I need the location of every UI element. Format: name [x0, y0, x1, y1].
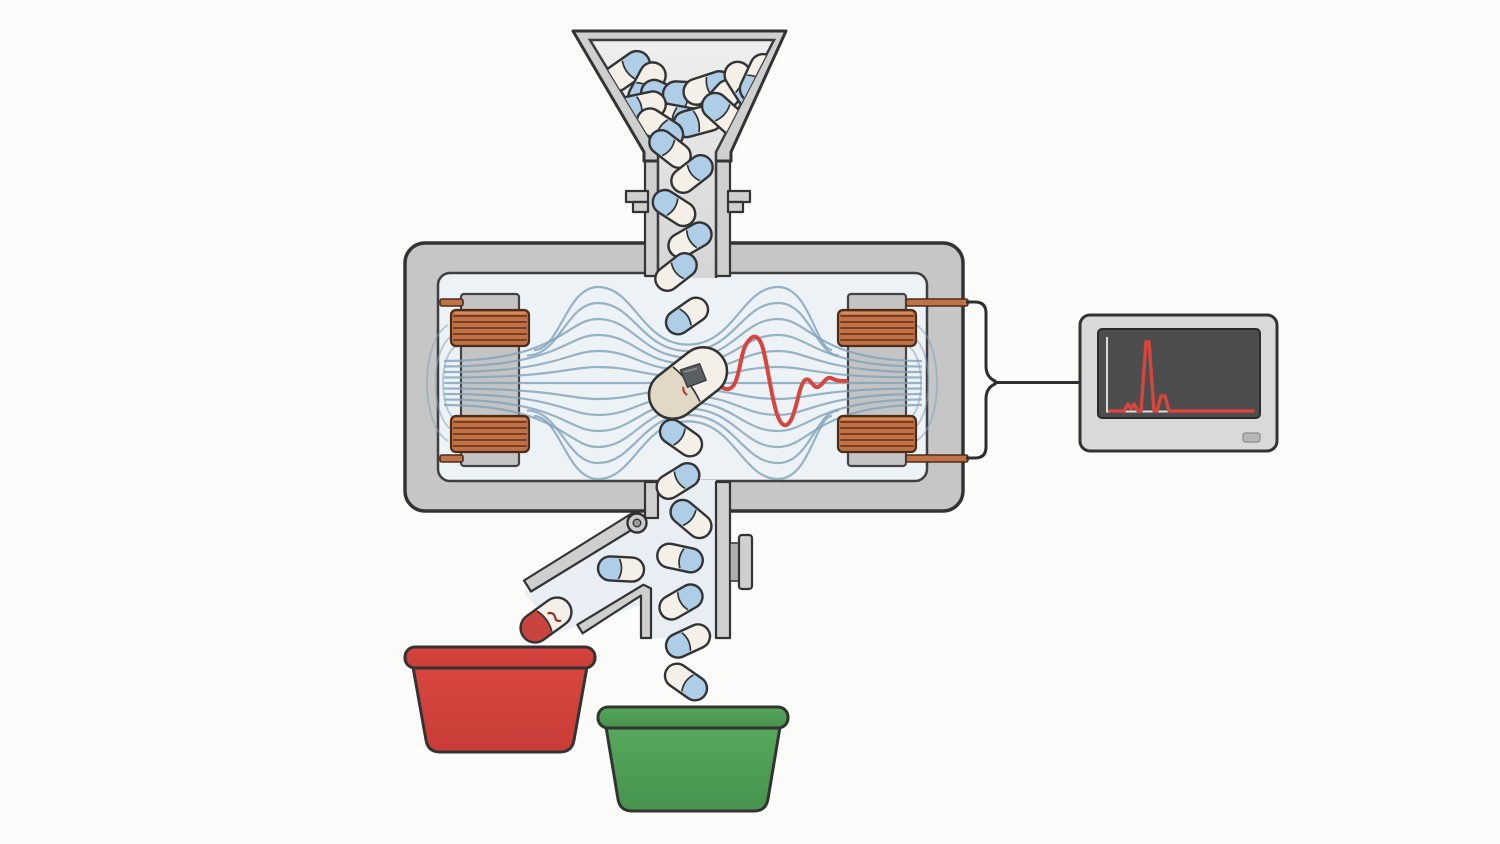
signal-cabling [966, 300, 1080, 460]
capsule [663, 662, 709, 702]
capsule [519, 596, 573, 644]
right-coil-lead-top [905, 298, 969, 307]
capsule [658, 418, 704, 458]
flap-pivot-pin [632, 518, 642, 528]
outlet-wall-left-stub [643, 480, 660, 520]
actuator-block [737, 533, 754, 591]
rejected-capsule [519, 596, 573, 644]
capsule [667, 221, 713, 259]
contaminated-capsule [647, 346, 729, 420]
coil-winding [836, 308, 918, 348]
pipe-flange-right [726, 189, 752, 204]
accept-bin-body [604, 725, 782, 813]
pipe-flange-right-step [726, 200, 745, 214]
capsule [656, 542, 704, 574]
coil-winding [449, 308, 531, 348]
monitor-screen [1097, 328, 1261, 419]
detector-coils [449, 308, 918, 454]
monitor-power-led [1242, 432, 1261, 443]
defect-mark [682, 386, 688, 396]
reject-bin [403, 645, 597, 754]
capsule [658, 583, 704, 621]
right-coil-lead-bottom [905, 454, 969, 463]
left-coil-lead-top [439, 298, 464, 307]
pipe-flange-left-step [631, 200, 650, 214]
coil-field-arcs [426, 324, 938, 442]
capsule [655, 461, 701, 501]
outlet-wall-right [714, 480, 732, 640]
left-coil-lead-bottom [439, 454, 464, 463]
capsule [664, 296, 710, 336]
reject-bin-body [411, 665, 589, 754]
fragment-mark [547, 611, 562, 623]
capsule [651, 188, 697, 228]
reject-bin-rim [403, 645, 597, 670]
capsule-stream [596, 129, 714, 702]
coil-winding [449, 414, 531, 454]
signal-monitor [1078, 313, 1279, 453]
capsule [647, 346, 729, 420]
capsule [664, 623, 712, 659]
hopper-capsules [602, 49, 774, 149]
coil-cable-pair [966, 300, 997, 460]
coil-lead-stubs [439, 298, 969, 463]
accept-bin [596, 705, 790, 813]
detection-signal-waveform [709, 334, 848, 428]
metal-fragment [679, 363, 707, 388]
capsule [669, 498, 713, 540]
capsule [654, 252, 698, 292]
outlet-structure [522, 480, 754, 640]
accept-bin-rim [596, 705, 790, 730]
capsule [596, 555, 646, 583]
pipe-flange-left [624, 189, 650, 204]
chevron-deflector [576, 583, 653, 640]
coil-winding [836, 414, 918, 454]
signal-trace [1108, 340, 1255, 413]
capsule [670, 154, 714, 194]
actuator-plate [729, 542, 740, 582]
